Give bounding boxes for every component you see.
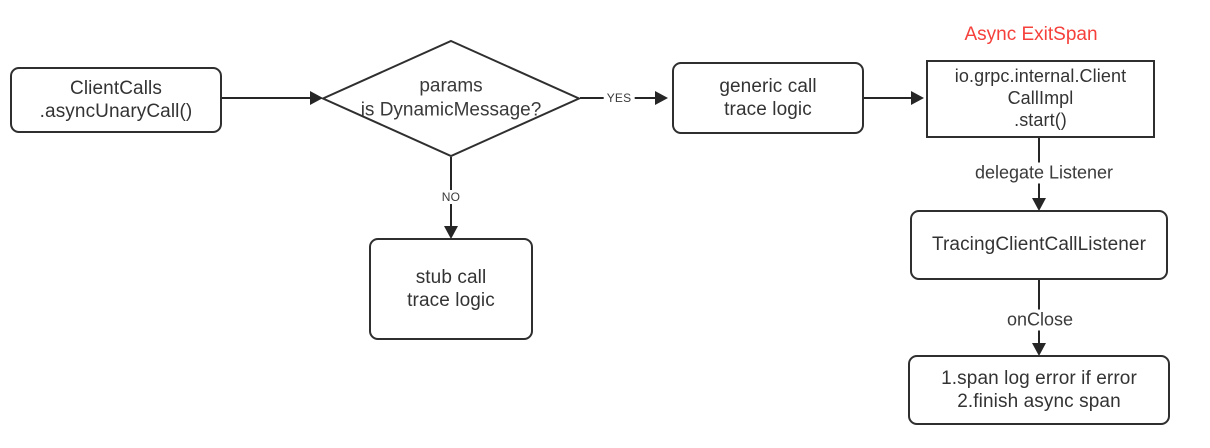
edge-generic-to-clientcallimpl — [864, 97, 914, 99]
edge-label-yes: YES — [603, 91, 635, 105]
async-exit-span-annotation: Async ExitSpan — [964, 24, 1098, 45]
node-stub-call-trace-logic[interactable]: stub call trace logic — [369, 238, 533, 340]
edge-label-delegate-listener: delegate Listener — [970, 162, 1118, 184]
node-generic-call-trace-logic[interactable]: generic call trace logic — [672, 62, 864, 134]
arrowhead-clientcalls-to-decision — [310, 91, 323, 105]
node-decision-dynamic-message[interactable]: params is DynamicMessage? — [320, 39, 582, 158]
arrowhead-decision-yes — [655, 91, 668, 105]
node-client-calls[interactable]: ClientCalls .asyncUnaryCall() — [10, 67, 222, 133]
arrowhead-generic-to-clientcallimpl — [911, 91, 924, 105]
arrowhead-decision-no — [444, 226, 458, 239]
edge-label-on-close: onClose — [1002, 309, 1078, 331]
arrowhead-on-close — [1032, 343, 1046, 356]
edge-clientcalls-to-decision — [222, 97, 310, 99]
node-tracing-client-call-listener[interactable]: TracingClientCallListener — [910, 210, 1168, 280]
arrowhead-delegate-listener — [1032, 198, 1046, 211]
node-finish-async-span[interactable]: 1.span log error if error 2.finish async… — [908, 355, 1170, 425]
diamond-shape-icon — [320, 39, 582, 158]
edge-label-no: NO — [438, 190, 464, 204]
node-client-call-impl[interactable]: io.grpc.internal.Client CallImpl .start(… — [926, 60, 1155, 138]
